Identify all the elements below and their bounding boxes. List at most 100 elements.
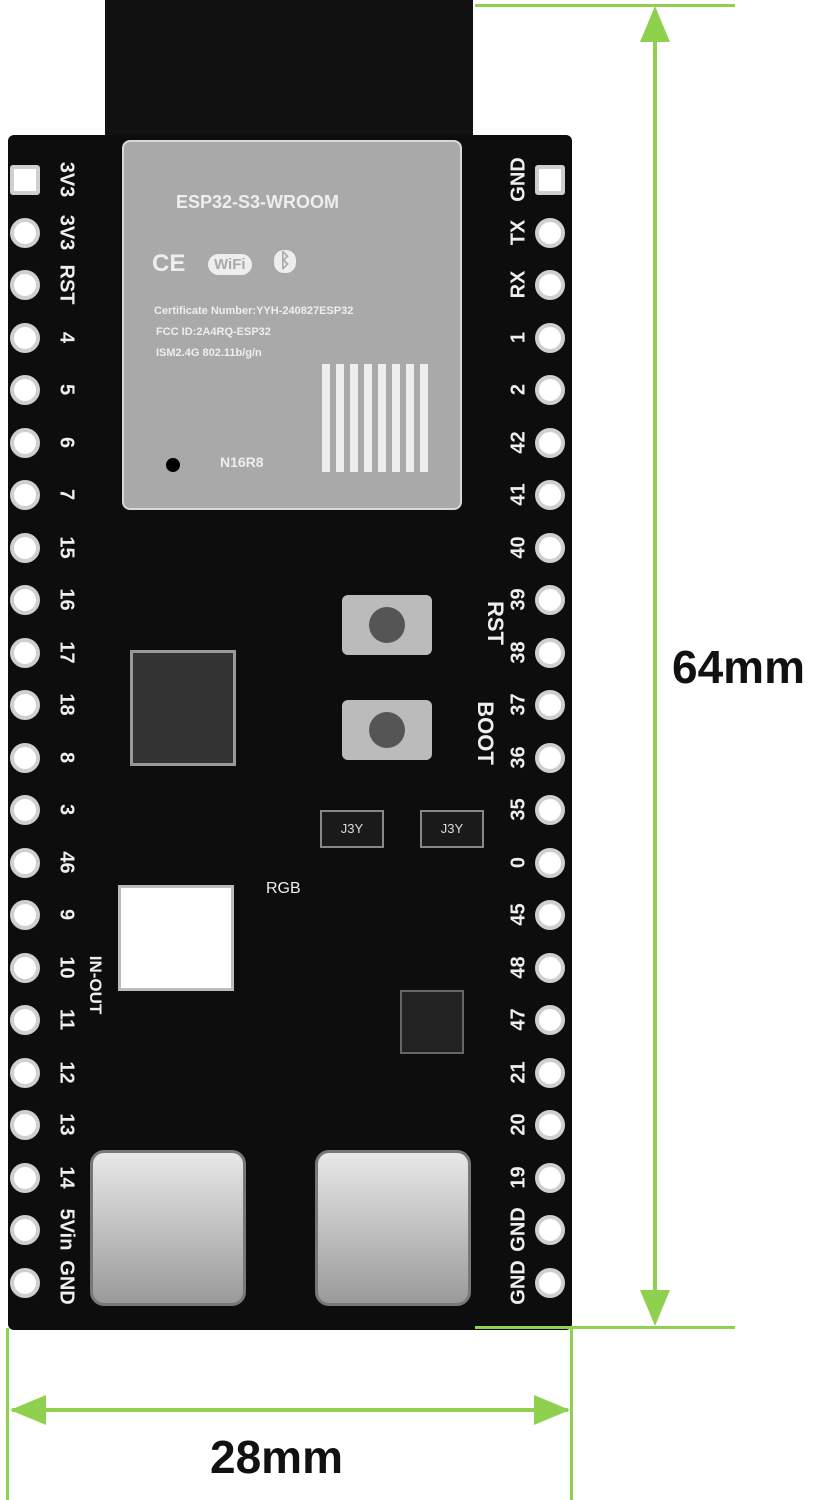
pin-hole[interactable] [10, 375, 40, 405]
pin-hole[interactable] [10, 952, 40, 983]
arrowhead-left-icon [10, 1395, 46, 1425]
pin-label: 21 [507, 1060, 530, 1084]
pin-label: 14 [55, 1165, 78, 1189]
pin-label: 19 [507, 1165, 530, 1189]
height-arrow [653, 10, 657, 1322]
pin-hole[interactable] [10, 270, 40, 300]
pin-hole[interactable] [535, 532, 565, 563]
pin-label: 18 [55, 693, 78, 716]
pin-label: 15 [55, 535, 78, 559]
arrowhead-up-icon [640, 6, 670, 42]
pin-hole[interactable] [535, 165, 565, 195]
pin-hole[interactable] [535, 690, 565, 720]
pin-label: GND [507, 1207, 530, 1252]
reset-button[interactable] [342, 595, 432, 655]
pin-hole[interactable] [535, 952, 565, 983]
pin-hole[interactable] [10, 165, 40, 195]
transistor: J3Y [420, 810, 484, 848]
pin-hole[interactable] [535, 322, 565, 353]
pin-label: 2 [507, 383, 530, 396]
pin-hole[interactable] [10, 322, 40, 353]
bluetooth-icon: ᛒ [274, 250, 296, 273]
in-out-label: IN-OUT [86, 955, 105, 1015]
pin-label: 48 [507, 955, 530, 979]
pin-label: RST [55, 264, 78, 305]
pin-label: GND [55, 1259, 78, 1305]
pin-label: 17 [55, 640, 78, 664]
pin-hole[interactable] [10, 742, 40, 773]
pin-hole[interactable] [10, 1162, 40, 1193]
pin-hole[interactable] [535, 217, 565, 248]
arrowhead-right-icon [534, 1395, 570, 1425]
rgb-led [118, 885, 234, 991]
transistor: J3Y [320, 810, 384, 848]
usb-hub-chip [400, 990, 464, 1054]
pin-hole[interactable] [535, 847, 565, 878]
pin-hole[interactable] [10, 1215, 40, 1245]
pin-label: 8 [55, 751, 78, 763]
pin-hole[interactable] [535, 427, 565, 458]
pin1-dot [166, 458, 180, 472]
pin-hole[interactable] [535, 1215, 565, 1245]
pin-hole[interactable] [10, 1005, 40, 1035]
pin-hole[interactable] [10, 900, 40, 930]
pin-label: 11 [55, 1008, 78, 1031]
pin-label: 7 [55, 488, 78, 501]
pin-hole[interactable] [535, 480, 565, 510]
dimension-line-bottom [475, 1326, 735, 1329]
pin-label: GND [507, 1259, 530, 1305]
pin-hole[interactable] [10, 690, 40, 720]
certificate-number: Certificate Number:YYH-240827ESP32 [154, 305, 354, 317]
pin-hole[interactable] [535, 1267, 565, 1298]
pin-hole[interactable] [10, 1057, 40, 1088]
pin-hole[interactable] [10, 532, 40, 563]
pin-hole[interactable] [10, 1267, 40, 1298]
pin-label: 0 [507, 856, 530, 868]
ce-logo: CE [152, 250, 186, 277]
boot-button[interactable] [342, 700, 432, 760]
usb-c-port-right[interactable] [315, 1150, 471, 1306]
voltage-regulator [130, 650, 236, 766]
pin-hole[interactable] [535, 1057, 565, 1088]
pin-hole[interactable] [10, 1110, 40, 1140]
pin-hole[interactable] [10, 637, 40, 668]
pin-hole[interactable] [535, 795, 565, 825]
pin-label: 4 [55, 331, 78, 343]
rst-label: RST [483, 601, 508, 645]
pin-hole[interactable] [535, 375, 565, 405]
pin-label: 37 [507, 693, 530, 716]
pin-label: RX [507, 270, 530, 299]
pin-hole[interactable] [10, 795, 40, 825]
pin-hole[interactable] [10, 217, 40, 248]
pin-label: 38 [507, 640, 530, 664]
pin-label: 46 [55, 850, 78, 874]
pin-label: 5 [55, 383, 78, 396]
module-name: ESP32-S3-WROOM [176, 192, 340, 212]
pin-hole[interactable] [535, 1005, 565, 1035]
pin-label: 9 [55, 908, 78, 921]
height-dimension-label: 64mm [672, 641, 805, 693]
pin-label: 40 [507, 535, 530, 559]
pin-hole[interactable] [535, 1162, 565, 1193]
pin-hole[interactable] [10, 480, 40, 510]
pin-hole[interactable] [535, 900, 565, 930]
pin-hole[interactable] [10, 427, 40, 458]
pin-label: TX [507, 219, 530, 245]
pin-label: 3 [55, 803, 78, 816]
pin-hole[interactable] [535, 270, 565, 300]
pin-hole[interactable] [10, 847, 40, 878]
antenna [105, 0, 473, 150]
pin-hole[interactable] [535, 637, 565, 668]
usb-c-port-left[interactable] [90, 1150, 246, 1306]
pin-label: 13 [55, 1113, 78, 1136]
wifi-logo: WiFi [208, 254, 252, 275]
pin-label: 47 [507, 1008, 530, 1031]
width-arrow [12, 1408, 568, 1412]
pin-hole[interactable] [535, 585, 565, 615]
fcc-id: FCC ID:2A4RQ-ESP32 [156, 326, 271, 338]
dimension-line-right [570, 1328, 573, 1500]
pin-hole[interactable] [10, 585, 40, 615]
pin-hole[interactable] [535, 742, 565, 773]
pin-hole[interactable] [535, 1110, 565, 1140]
pin-label: 3V3 [55, 214, 78, 250]
